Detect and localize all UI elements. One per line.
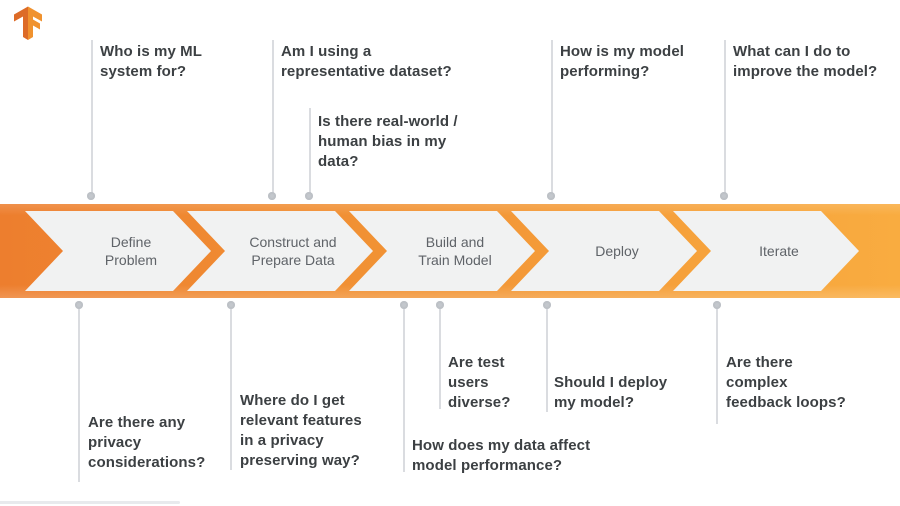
question-representative-dataset: Am I using a representative dataset? bbox=[281, 43, 452, 80]
connector-bottom-1-dot bbox=[75, 301, 83, 309]
connector-top-4-dot bbox=[547, 192, 555, 200]
question-privacy-considerations: Are there any privacy considerations? bbox=[88, 414, 206, 471]
question-real-world-bias: Is there real-world / human bias in my d… bbox=[318, 113, 458, 170]
stage-label: Deploy bbox=[595, 242, 639, 259]
stage-label: Construct and Prepare Data bbox=[249, 233, 337, 268]
connector-top-2-line bbox=[272, 40, 274, 193]
connector-bottom-6-line bbox=[716, 309, 718, 424]
question-should-i-deploy: Should I deploy my model? bbox=[554, 374, 668, 411]
stage-label: Build and Train Model bbox=[418, 233, 492, 268]
connector-top-5-dot bbox=[720, 192, 728, 200]
connector-top-1-dot bbox=[87, 192, 95, 200]
question-complex-feedback-loops: Are there complex feedback loops? bbox=[726, 354, 846, 411]
connector-bottom-4-dot bbox=[436, 301, 444, 309]
connector-bottom-5-line bbox=[546, 309, 548, 412]
connector-bottom-3-line bbox=[403, 309, 405, 472]
connector-bottom-5-dot bbox=[543, 301, 551, 309]
question-who-is-system-for: Who is my ML system for? bbox=[100, 43, 203, 80]
stage-chevron-build-train-model: Build and Train Model bbox=[349, 211, 535, 291]
connector-bottom-1-line bbox=[78, 309, 80, 482]
connector-bottom-6-dot bbox=[713, 301, 721, 309]
connector-top-3-dot bbox=[305, 192, 313, 200]
stage-chevron-deploy: Deploy bbox=[511, 211, 697, 291]
connector-bottom-3-dot bbox=[400, 301, 408, 309]
question-test-users-diverse: Are test users diverse? bbox=[448, 354, 511, 411]
connector-top-2-dot bbox=[268, 192, 276, 200]
connector-top-3-line bbox=[309, 108, 311, 193]
workflow-banner: Define Problem Construct and Prepare Dat… bbox=[0, 204, 900, 298]
question-improve-model: What can I do to improve the model? bbox=[733, 43, 878, 80]
stage-chevron-construct-prepare-data: Construct and Prepare Data bbox=[187, 211, 373, 291]
tensorflow-logo-icon bbox=[14, 6, 42, 40]
bottom-edge-bar bbox=[0, 501, 180, 504]
question-data-affect-performance: How does my data affect model performanc… bbox=[412, 437, 591, 474]
connector-bottom-2-line bbox=[230, 309, 232, 470]
stage-chevron-iterate: Iterate bbox=[673, 211, 859, 291]
connector-bottom-4-line bbox=[439, 309, 441, 409]
stage-label: Iterate bbox=[759, 242, 799, 259]
connector-top-5-line bbox=[724, 40, 726, 193]
connector-bottom-2-dot bbox=[227, 301, 235, 309]
stage-chevron-define-problem: Define Problem bbox=[25, 211, 211, 291]
question-relevant-features-privacy: Where do I get relevant features in a pr… bbox=[240, 392, 362, 469]
stage-label: Define Problem bbox=[104, 233, 158, 268]
question-model-performing: How is my model performing? bbox=[560, 43, 685, 80]
connector-top-4-line bbox=[551, 40, 553, 193]
connector-top-1-line bbox=[91, 40, 93, 193]
